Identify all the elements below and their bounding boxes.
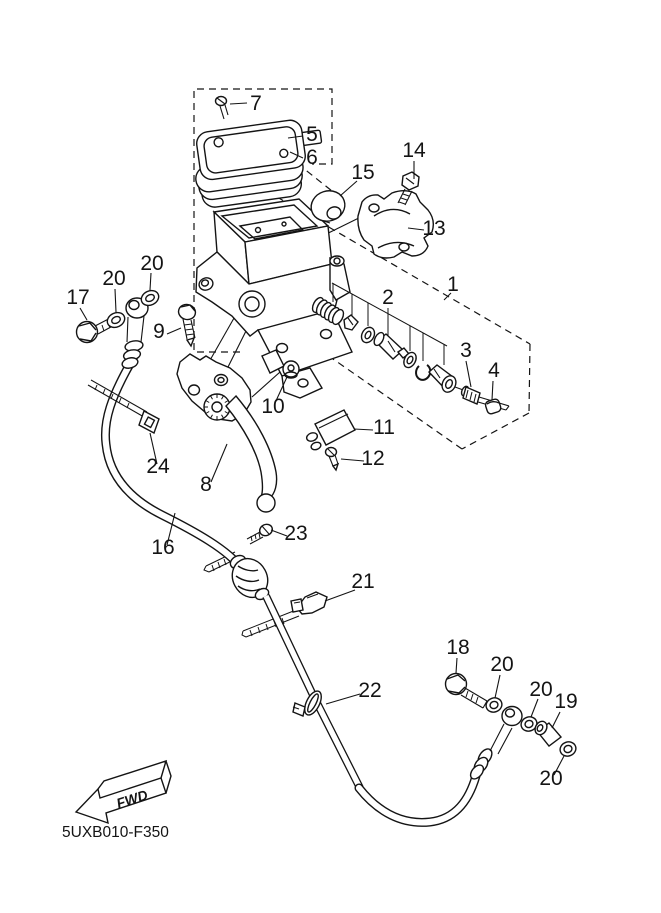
- master-cylinder-body: [195, 198, 353, 399]
- callout-20-c: 20: [490, 653, 513, 676]
- part-2-piston-kit: [311, 296, 457, 393]
- callout-24: 24: [146, 455, 170, 478]
- part-19-joint: [534, 720, 563, 747]
- part-13-handlebar-clamp: [357, 190, 435, 259]
- callout-1: 1: [447, 273, 459, 296]
- part-20-washer-lower-2: [520, 716, 538, 732]
- callout-22: 22: [358, 679, 381, 702]
- callout-14: 14: [402, 139, 426, 162]
- cylinder-bore-boss: [238, 290, 266, 318]
- callout-6: 6: [306, 146, 318, 169]
- kit-piston: [373, 331, 411, 360]
- callout-13: 13: [422, 217, 445, 240]
- callout-3: 3: [460, 339, 472, 362]
- callout-18: 18: [446, 636, 469, 659]
- hose-pipe-coupling: [229, 554, 270, 601]
- part-21-clamp: [290, 591, 328, 615]
- callout-labels: 7 5 6 15 14 13 1 2 3 4 17 20 20 9 10 11 …: [66, 92, 577, 790]
- fwd-label: FWD: [114, 786, 149, 811]
- part-18-banjo-bolt: [444, 672, 488, 709]
- lever-ball-end: [256, 493, 276, 513]
- part-23-screw: [246, 523, 274, 545]
- cap-kit-dashed-box: [193, 88, 333, 353]
- part-12-switch-screw: [324, 446, 340, 472]
- part-10-dome-nut: [282, 360, 300, 379]
- part-20-washer-lower-3: [559, 741, 577, 757]
- callout-20-d: 20: [529, 678, 552, 701]
- callout-23: 23: [284, 522, 307, 545]
- kit-retainer: [343, 314, 359, 331]
- part-9-pivot-bolt: [177, 303, 197, 348]
- part-20-washer-upper-1: [106, 311, 126, 329]
- callout-21: 21: [351, 570, 374, 593]
- part-15-bushing: [310, 190, 346, 224]
- fwd-arrow-icon: FWD: [74, 759, 172, 825]
- callout-10: 10: [261, 395, 284, 418]
- part-20-washer-lower-1: [485, 697, 503, 713]
- callout-20-a: 20: [102, 267, 125, 290]
- part-16-clutch-hose: [100, 359, 246, 573]
- part-24-cable-tie: [87, 379, 160, 434]
- part-5-reservoir-cap: [196, 119, 323, 181]
- callout-8: 8: [200, 473, 212, 496]
- callout-12: 12: [361, 447, 384, 470]
- callout-2: 2: [382, 286, 394, 309]
- kit-circlip: [415, 364, 432, 381]
- callout-20-b: 20: [140, 252, 163, 275]
- kit-cup: [403, 351, 417, 369]
- kit-spring: [311, 296, 345, 326]
- callout-7: 7: [250, 92, 262, 115]
- kit-boot: [427, 364, 457, 393]
- kit-seal: [360, 326, 376, 344]
- callout-5: 5: [306, 123, 318, 146]
- part-11-clutch-switch: [305, 409, 356, 451]
- part-2-bracket: [331, 282, 448, 365]
- callout-20-e: 20: [539, 767, 562, 790]
- part-4-rod-cap: [484, 398, 502, 415]
- callout-17: 17: [66, 286, 89, 309]
- figure-code: 5UXB010-F350: [62, 824, 169, 841]
- callout-16: 16: [151, 536, 174, 559]
- hose-upper-banjo-fitting: [121, 297, 149, 369]
- callout-9: 9: [153, 320, 165, 343]
- callout-15: 15: [351, 161, 374, 184]
- part-22-pipe-clamp: [292, 690, 322, 717]
- callout-11: 11: [373, 416, 395, 439]
- part-8-clutch-lever: [225, 394, 278, 513]
- clutch-hose-lower: [354, 705, 523, 827]
- part-7-cap-screw: [214, 95, 229, 120]
- leader-lines: [79, 102, 565, 776]
- part-20-washer-upper-2: [140, 289, 160, 307]
- callout-4: 4: [488, 359, 500, 382]
- callout-19: 19: [554, 690, 577, 713]
- part-14-clamp-bolt: [397, 171, 420, 206]
- dial-knurling: [204, 394, 230, 420]
